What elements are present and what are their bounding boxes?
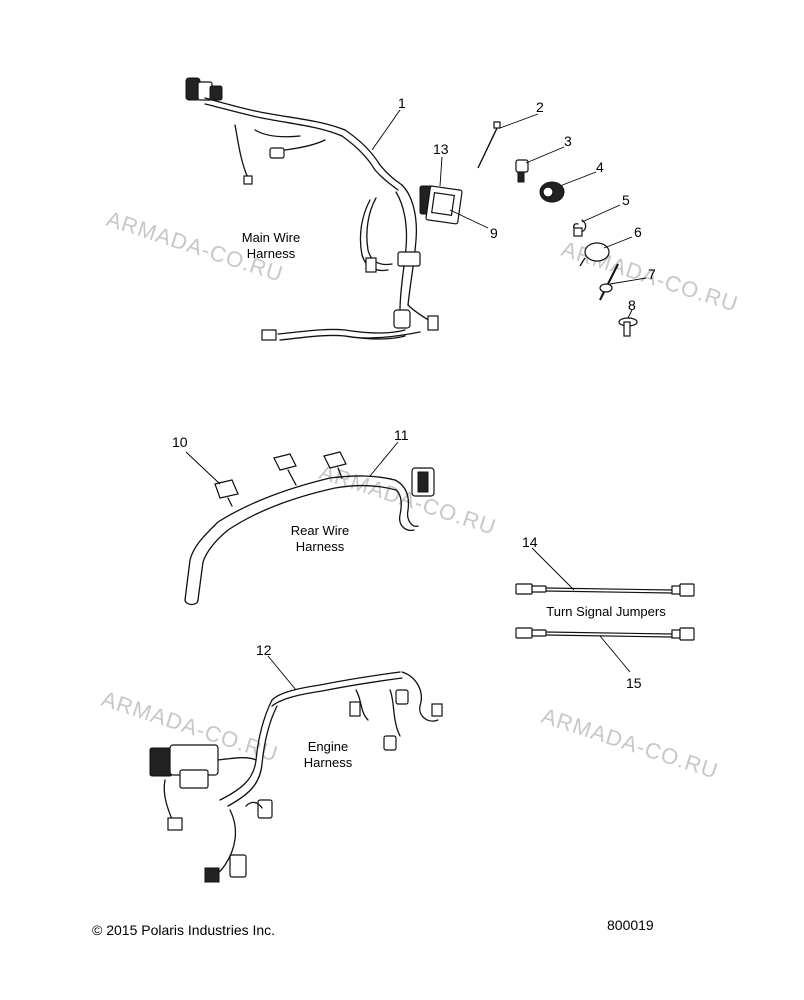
part-7-push-mount[interactable]	[599, 263, 619, 301]
rear-wire-harness-caption-2: Harness	[296, 539, 345, 554]
part-8-rivet[interactable]	[618, 317, 638, 337]
callout-13: 13	[433, 141, 449, 157]
part-4-grommet[interactable]	[539, 181, 565, 203]
callout-10: 10	[172, 434, 188, 450]
main-wire-harness-caption-1: Main Wire	[242, 230, 301, 245]
callout-9: 9	[490, 225, 498, 241]
callout-15: 15	[626, 675, 642, 691]
turn-signal-jumper-15[interactable]	[515, 627, 695, 641]
main-wire-harness-caption-2: Harness	[247, 246, 296, 261]
turn-signal-jumper-14[interactable]	[515, 583, 695, 597]
copyright-text: © 2015 Polaris Industries Inc.	[92, 922, 275, 938]
part-6-cable-tie[interactable]	[579, 242, 610, 267]
main-wire-harness[interactable]	[185, 77, 463, 341]
part-2-strap[interactable]	[477, 121, 501, 169]
callout-5: 5	[622, 192, 630, 208]
diagram-number: 800019	[607, 917, 654, 933]
leader-lines	[185, 109, 647, 691]
part-3-clip[interactable]	[515, 159, 529, 183]
callout-7: 7	[648, 266, 656, 282]
callout-3: 3	[564, 133, 572, 149]
watermark-5: ARMADA-CO.RU	[538, 703, 721, 784]
callout-1: 1	[398, 95, 406, 111]
rear-wire-harness[interactable]	[184, 451, 435, 606]
callout-4: 4	[596, 159, 604, 175]
engine-harness-caption-1: Engine	[308, 739, 348, 754]
callout-6: 6	[634, 224, 642, 240]
engine-harness-caption-2: Harness	[304, 755, 353, 770]
callout-11: 11	[394, 427, 409, 443]
turn-signal-caption: Turn Signal Jumpers	[546, 604, 666, 619]
part-5-clamp[interactable]	[573, 219, 587, 237]
engine-harness[interactable]	[149, 671, 443, 883]
callout-8: 8	[628, 297, 636, 313]
callout-14: 14	[522, 534, 538, 550]
callout-12: 12	[256, 642, 272, 658]
callout-2: 2	[536, 99, 544, 115]
rear-wire-harness-caption-1: Rear Wire	[291, 523, 350, 538]
